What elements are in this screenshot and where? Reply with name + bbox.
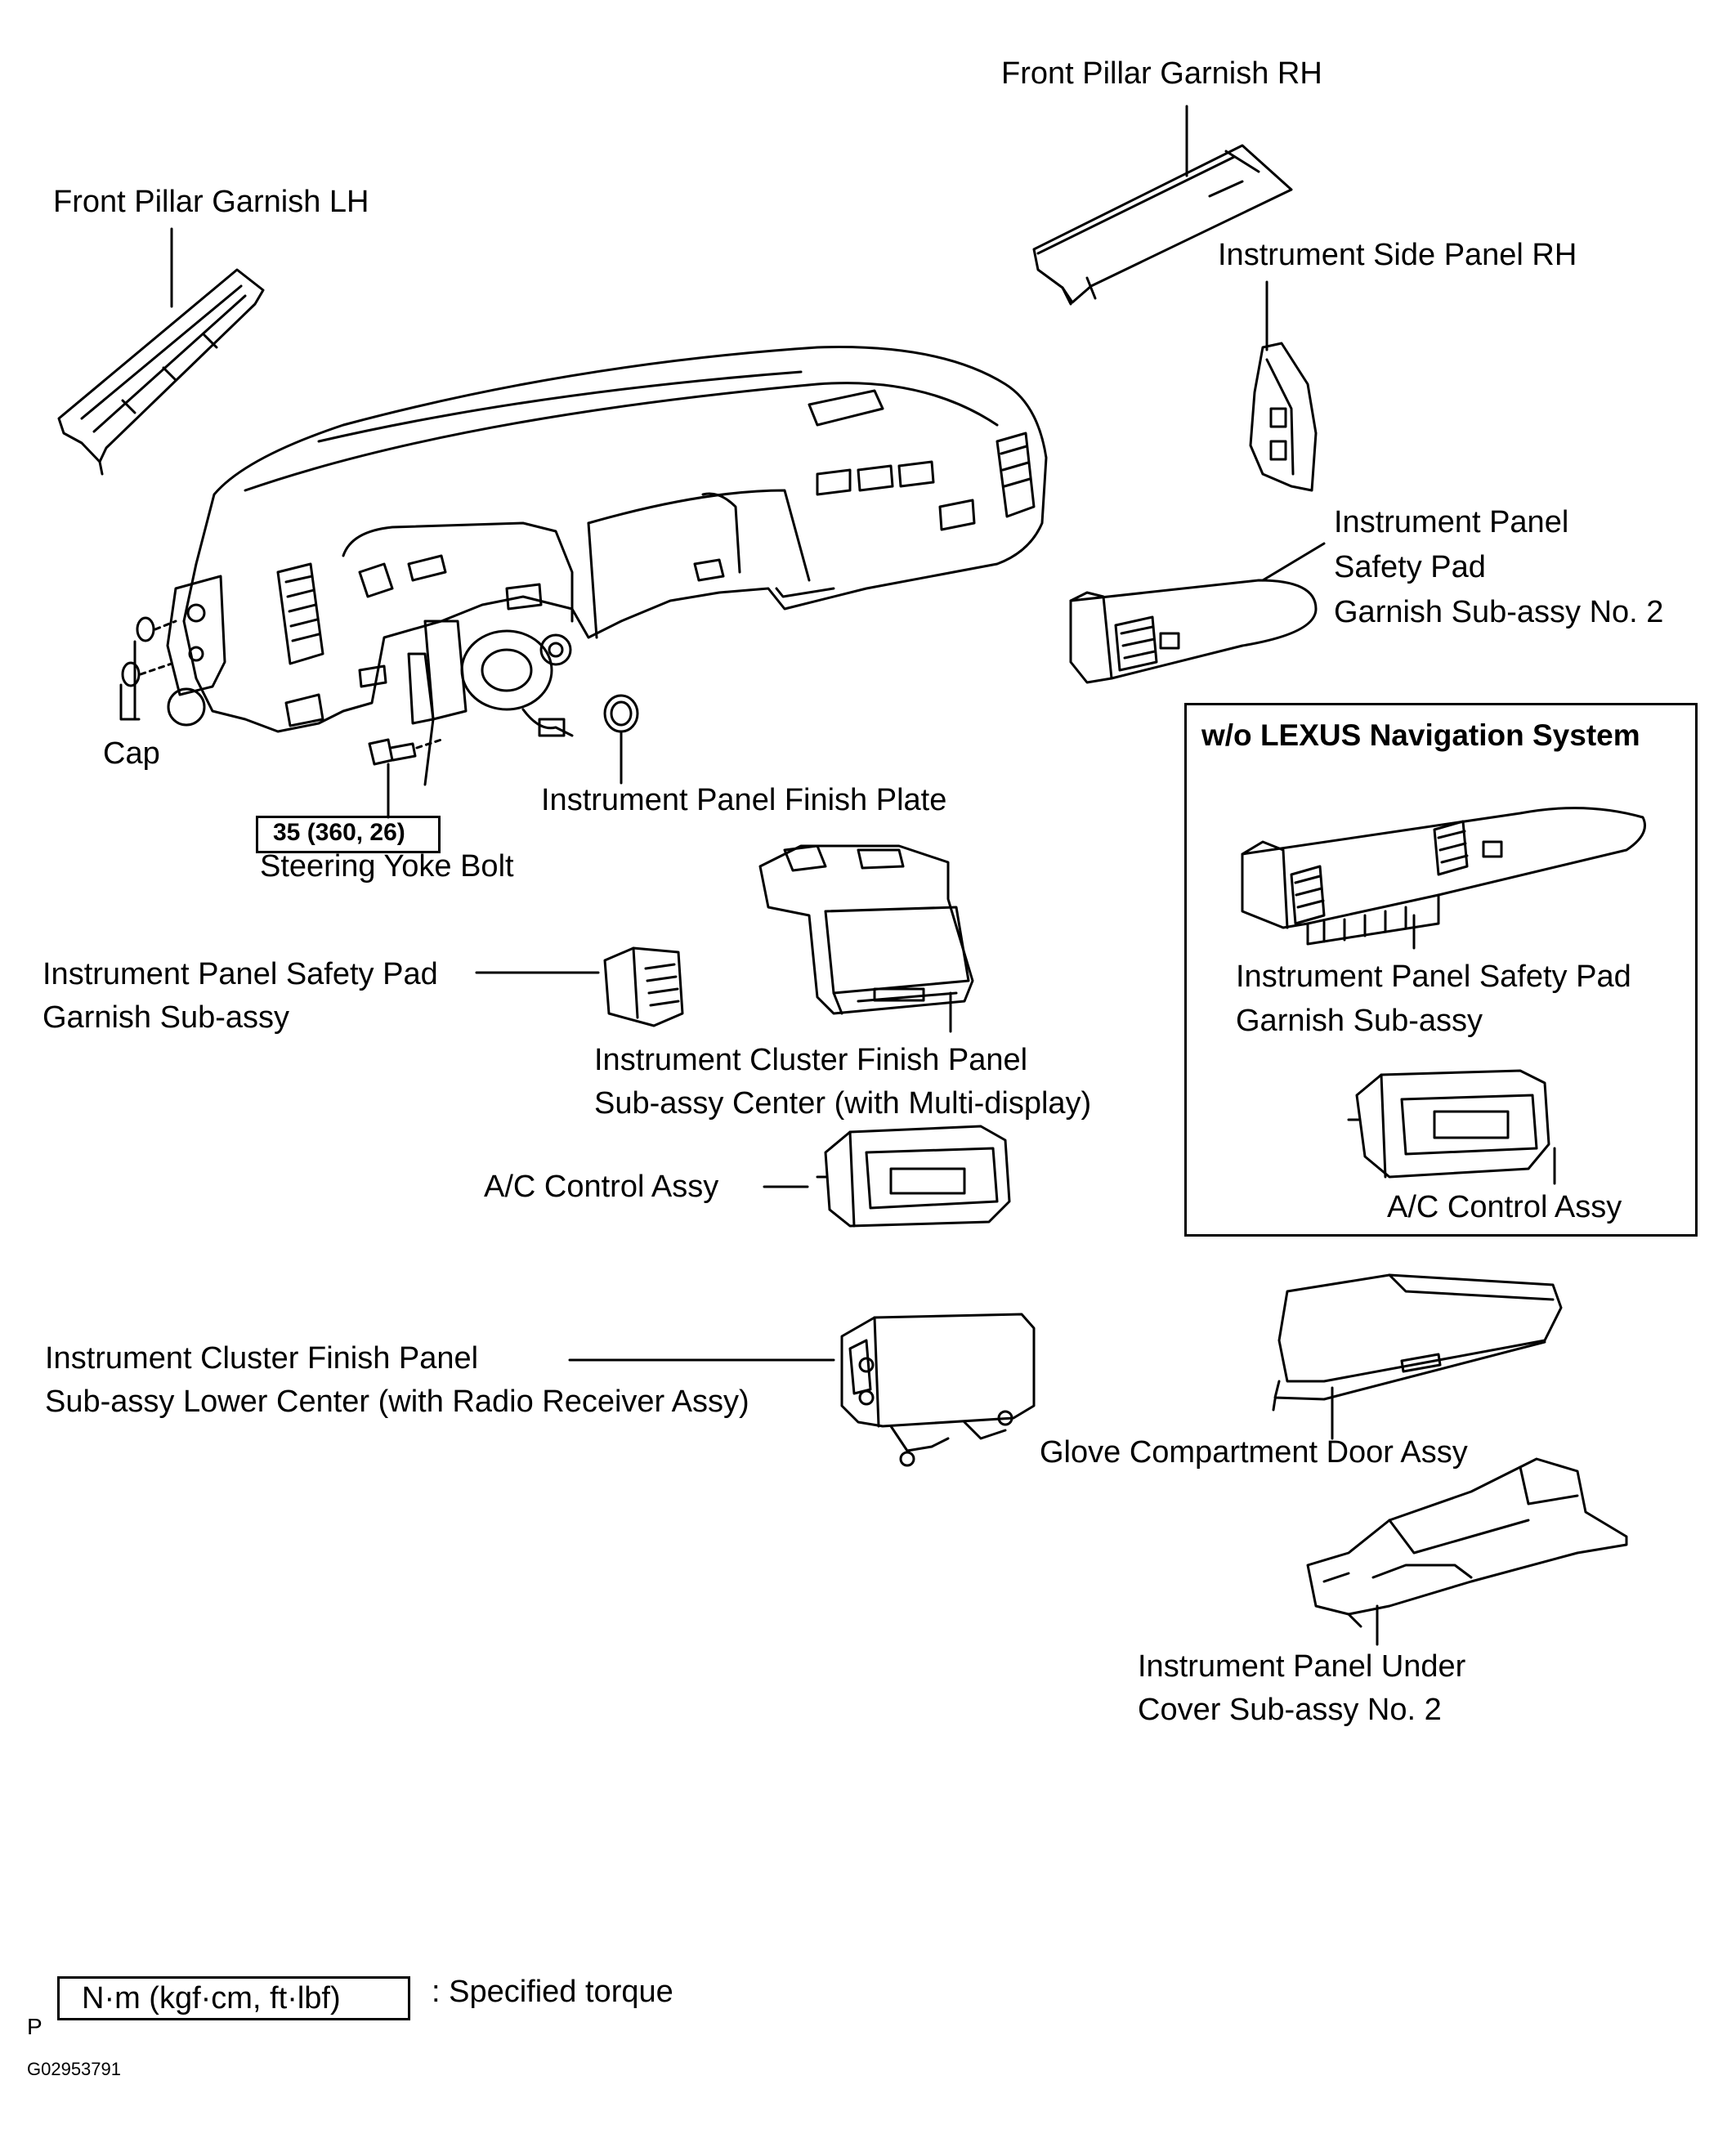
legend-torque-box — [57, 1976, 410, 2020]
label-safety-pad-no2-line1: Instrument Panel — [1334, 505, 1569, 539]
left-side-bracket — [166, 575, 226, 696]
inset-title: w/o LEXUS Navigation System — [1201, 718, 1640, 752]
label-safety-pad-no2-line3: Garnish Sub-assy No. 2 — [1334, 595, 1664, 629]
legend-torque-unit: N·m (kgf·cm, ft·lbf) — [82, 1981, 341, 2015]
under-cover-no2 — [1306, 1457, 1628, 1628]
inset-safety-pad-garnish — [1241, 807, 1646, 946]
label-ac-control-assy: A/C Control Assy — [484, 1170, 719, 1204]
instrument-panel-finish-plate — [603, 694, 639, 733]
steering-yoke-bolt-part — [368, 738, 443, 766]
torque-spec-box — [256, 816, 441, 853]
legend-torque-description: : Specified torque — [432, 1975, 673, 2009]
label-cluster-center-line1: Instrument Cluster Finish Panel — [594, 1043, 1028, 1077]
legend-marker: P — [27, 2014, 43, 2039]
label-instrument-panel-finish-plate: Instrument Panel Finish Plate — [541, 783, 947, 817]
label-under-cover-line2: Cover Sub-assy No. 2 — [1138, 1693, 1442, 1727]
cap-lower — [121, 661, 141, 687]
cluster-finish-panel-lower — [840, 1313, 1036, 1467]
leader-safety-pad-no2 — [1261, 542, 1326, 582]
cap-upper — [136, 616, 155, 642]
front-pillar-garnish-lh — [57, 268, 265, 476]
label-glove-compartment-door: Glove Compartment Door Assy — [1040, 1435, 1468, 1470]
label-safety-pad-no2-line2: Safety Pad — [1334, 550, 1486, 584]
figure-code: G02953791 — [27, 2059, 121, 2079]
instrument-side-panel-rh — [1249, 342, 1318, 492]
label-cluster-lower-line1: Instrument Cluster Finish Panel — [45, 1341, 479, 1376]
inset-frame — [1184, 703, 1698, 1237]
safety-pad-garnish-no2 — [1069, 579, 1318, 684]
label-front-pillar-garnish-rh: Front Pillar Garnish RH — [1001, 56, 1322, 91]
safety-pad-garnish — [603, 946, 684, 1027]
label-cap: Cap — [103, 736, 160, 771]
label-instrument-side-panel-rh: Instrument Side Panel RH — [1218, 238, 1577, 272]
cluster-finish-panel-center — [758, 844, 974, 1015]
label-under-cover-line1: Instrument Panel Under — [1138, 1649, 1466, 1684]
front-pillar-garnish-rh — [1032, 144, 1293, 306]
inset-ac-control-assy — [1347, 1069, 1550, 1179]
label-safety-pad-line1: Instrument Panel Safety Pad — [43, 957, 438, 991]
glove-compartment-door — [1272, 1273, 1563, 1412]
inset-label-ac-control-assy: A/C Control Assy — [1387, 1190, 1622, 1224]
label-safety-pad-line2: Garnish Sub-assy — [43, 1000, 290, 1035]
instrument-panel — [182, 346, 1048, 733]
inset-label-safety-pad-line1: Instrument Panel Safety Pad — [1236, 960, 1631, 994]
label-front-pillar-garnish-lh: Front Pillar Garnish LH — [53, 185, 369, 219]
ac-control-assy — [816, 1125, 1011, 1228]
label-steering-yoke-bolt: Steering Yoke Bolt — [260, 849, 514, 884]
torque-spec-value: 35 (360, 26) — [273, 819, 405, 846]
duct-opening — [167, 687, 206, 727]
label-cluster-center-line2: Sub-assy Center (with Multi-display) — [594, 1086, 1092, 1121]
inset-label-safety-pad-line2: Garnish Sub-assy — [1236, 1004, 1483, 1038]
leader-cap — [119, 640, 141, 721]
steering-column — [407, 620, 574, 786]
label-cluster-lower-line2: Sub-assy Lower Center (with Radio Receiv… — [45, 1385, 749, 1419]
